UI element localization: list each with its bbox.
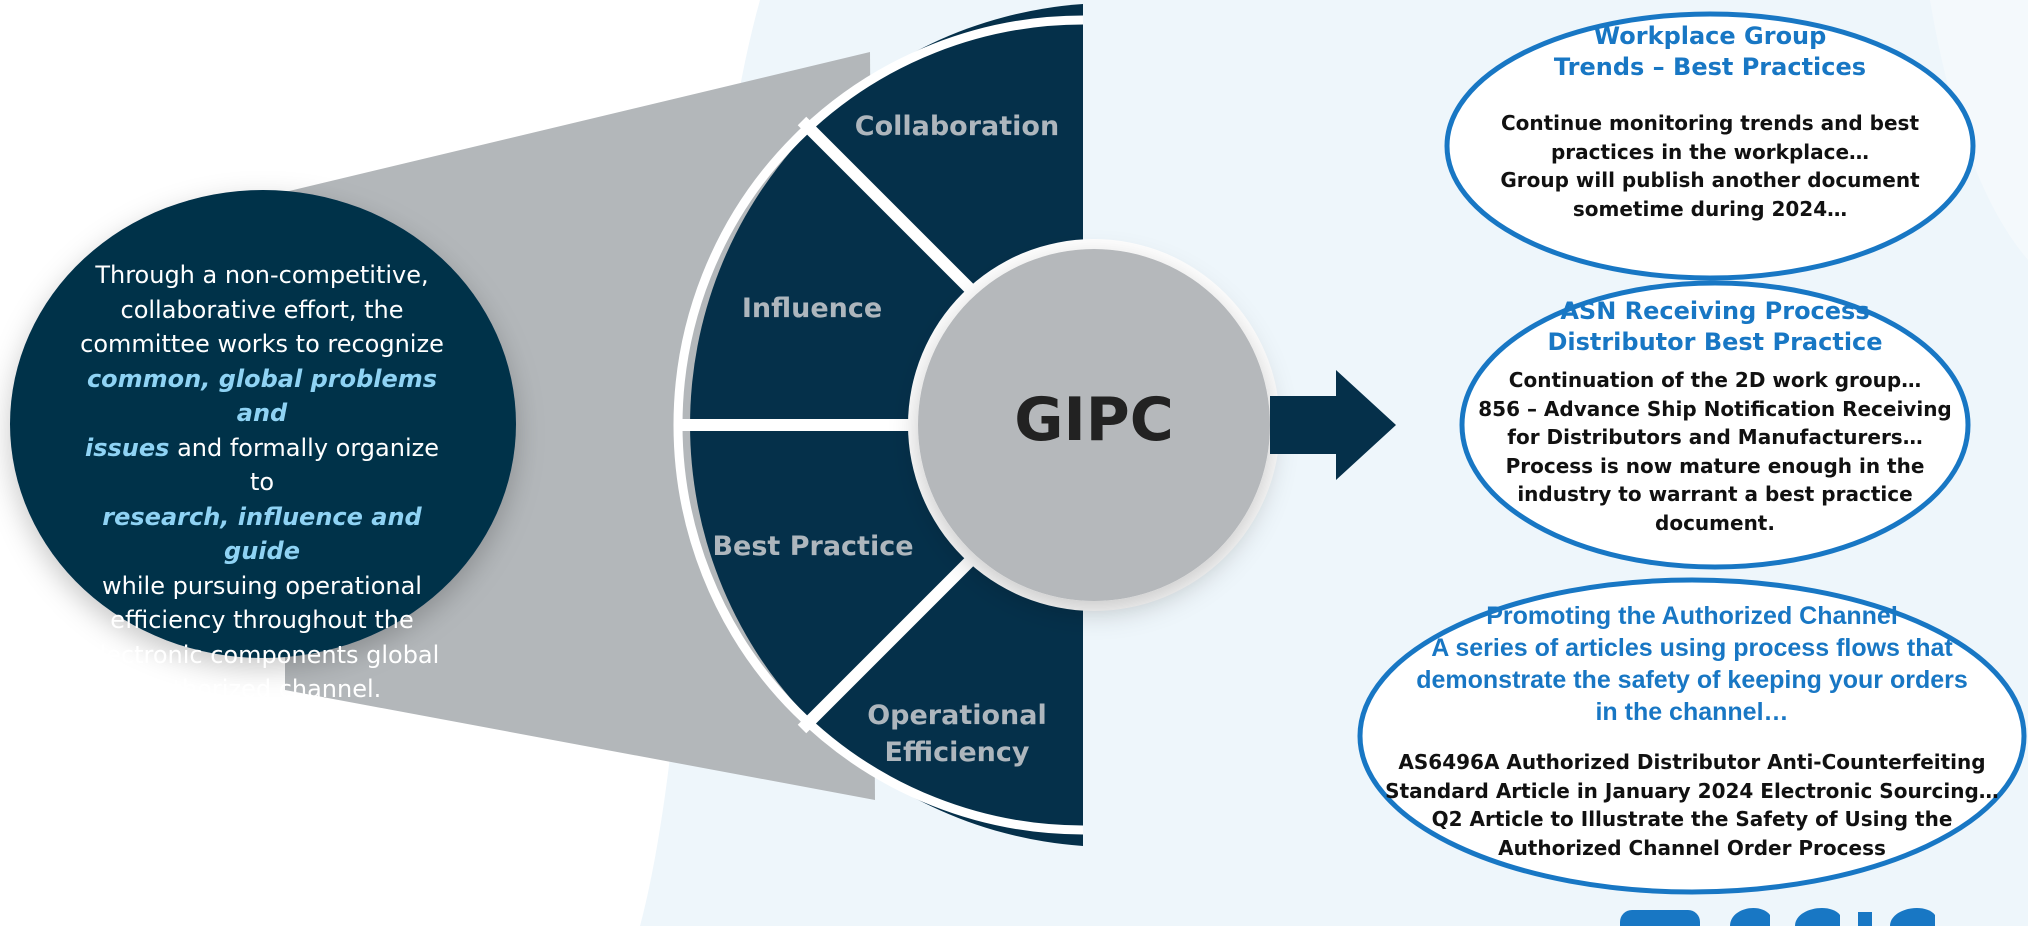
lead-line: collaborative effort, the [120, 295, 404, 324]
bubble-body: Continue monitoring trends and best prac… [1468, 109, 1952, 223]
bubble-body-line: Continue monitoring trends and best [1500, 111, 1920, 135]
hub-label: GIPC [1014, 385, 1174, 455]
lead-line: while pursuing operational [102, 571, 422, 600]
bubble-title-line: Promoting the Authorized Channel [1486, 602, 1898, 630]
bubble-2-shape [1459, 280, 1971, 570]
bubble-body-line: Process is now mature enough in the [1505, 453, 1925, 478]
bubble-authorized-channel: Promoting the Authorized Channel A serie… [1368, 600, 2016, 862]
bubble-title-line: A series of articles using process flows… [1431, 634, 1953, 662]
left-circle-shape [10, 190, 516, 658]
bubble-body-line: practices in the workplace… [1550, 139, 1870, 164]
bubble-title: Workplace Group Trends – Best Practices [1468, 21, 1952, 83]
segment-label-operational-efficiency: Operational Efficiency [842, 697, 1072, 771]
lead-line: efficiency throughout the [110, 606, 414, 634]
lead-line: electronic components global [84, 640, 440, 669]
segment-label-line: Efficiency [884, 737, 1030, 768]
bubble-3-shape [1357, 577, 2027, 895]
bubble-body-line: Q2 Article to Illustrate the Safety of U… [1431, 807, 1953, 831]
bubble-body-line: Standard Article in January 2024 Electro… [1385, 778, 1999, 803]
bubble-body: Continuation of the 2D work group… 856 –… [1462, 366, 1968, 537]
bubble-title-line: Distributor Best Practice [1547, 328, 1883, 356]
background-blob-right [1930, 0, 2028, 260]
bubble-body: AS6496A Authorized Distributor Anti-Coun… [1368, 748, 2016, 862]
bubble-body-line: document. [1655, 510, 1775, 535]
bubble-title: ASN Receiving Process Distributor Best P… [1462, 296, 1968, 358]
segment-label-collaboration: Collaboration [854, 111, 1060, 142]
emphasis-text: research, influence and guide [102, 502, 422, 566]
bubble-title-line: Trends – Best Practices [1553, 53, 1867, 81]
bubble-body-line: Group will publish another document [1500, 168, 1920, 192]
hub-circle [918, 249, 1270, 601]
left-circle-text: Through a non-competitive, collaborative… [70, 258, 454, 707]
segment-label-best-practice: Best Practice [712, 531, 914, 562]
bubble-body-line: Authorized Channel Order Process [1498, 835, 1886, 860]
logo-partial [1620, 908, 1935, 926]
lead-line: Through a non-competitive, [95, 261, 429, 289]
lead-line: issues and formally organize to [70, 431, 454, 500]
lead-text: and formally organize to [169, 433, 439, 497]
bubble-body-line: sometime during 2024… [1572, 196, 1848, 221]
bubble-title-line: in the channel… [1595, 698, 1789, 726]
segment-label-influence: Influence [741, 293, 883, 324]
divider-collaboration [797, 116, 990, 309]
bubble-body-line: AS6496A Authorized Distributor Anti-Coun… [1398, 750, 1986, 774]
bubble-body-line: for Distributors and Manufacturers… [1507, 425, 1923, 449]
bubble-title: Promoting the Authorized Channel A serie… [1368, 600, 2016, 728]
emphasis-text: issues [84, 433, 170, 462]
emphasis-text: common, global problems and [86, 364, 438, 428]
bubble-body-line: 856 – Advance Ship Notification Receivin… [1478, 396, 1952, 421]
bubble-workplace-group: Workplace Group Trends – Best Practices … [1468, 21, 1952, 223]
lead-line-emphasis: research, influence and guide [70, 500, 454, 569]
bubble-title-line: ASN Receiving Process [1560, 297, 1870, 325]
lead-line-emphasis: common, global problems and [70, 362, 454, 431]
lead-line: authorized channel. [142, 675, 382, 703]
segment-label-line: Operational [867, 700, 1047, 731]
bubble-body-line: Continuation of the 2D work group… [1508, 368, 1922, 392]
bubble-1-shape [1444, 11, 1976, 281]
bubble-body-line: industry to warrant a best practice [1517, 482, 1913, 506]
bubble-asn-receiving: ASN Receiving Process Distributor Best P… [1462, 296, 1968, 537]
lead-line: committee works to recognize [80, 330, 444, 358]
bubble-title-line: Workplace Group [1593, 22, 1827, 50]
divider-operational [797, 541, 990, 734]
arrow-icon [1270, 370, 1396, 480]
bubble-title-line: demonstrate the safety of keeping your o… [1416, 666, 1968, 694]
